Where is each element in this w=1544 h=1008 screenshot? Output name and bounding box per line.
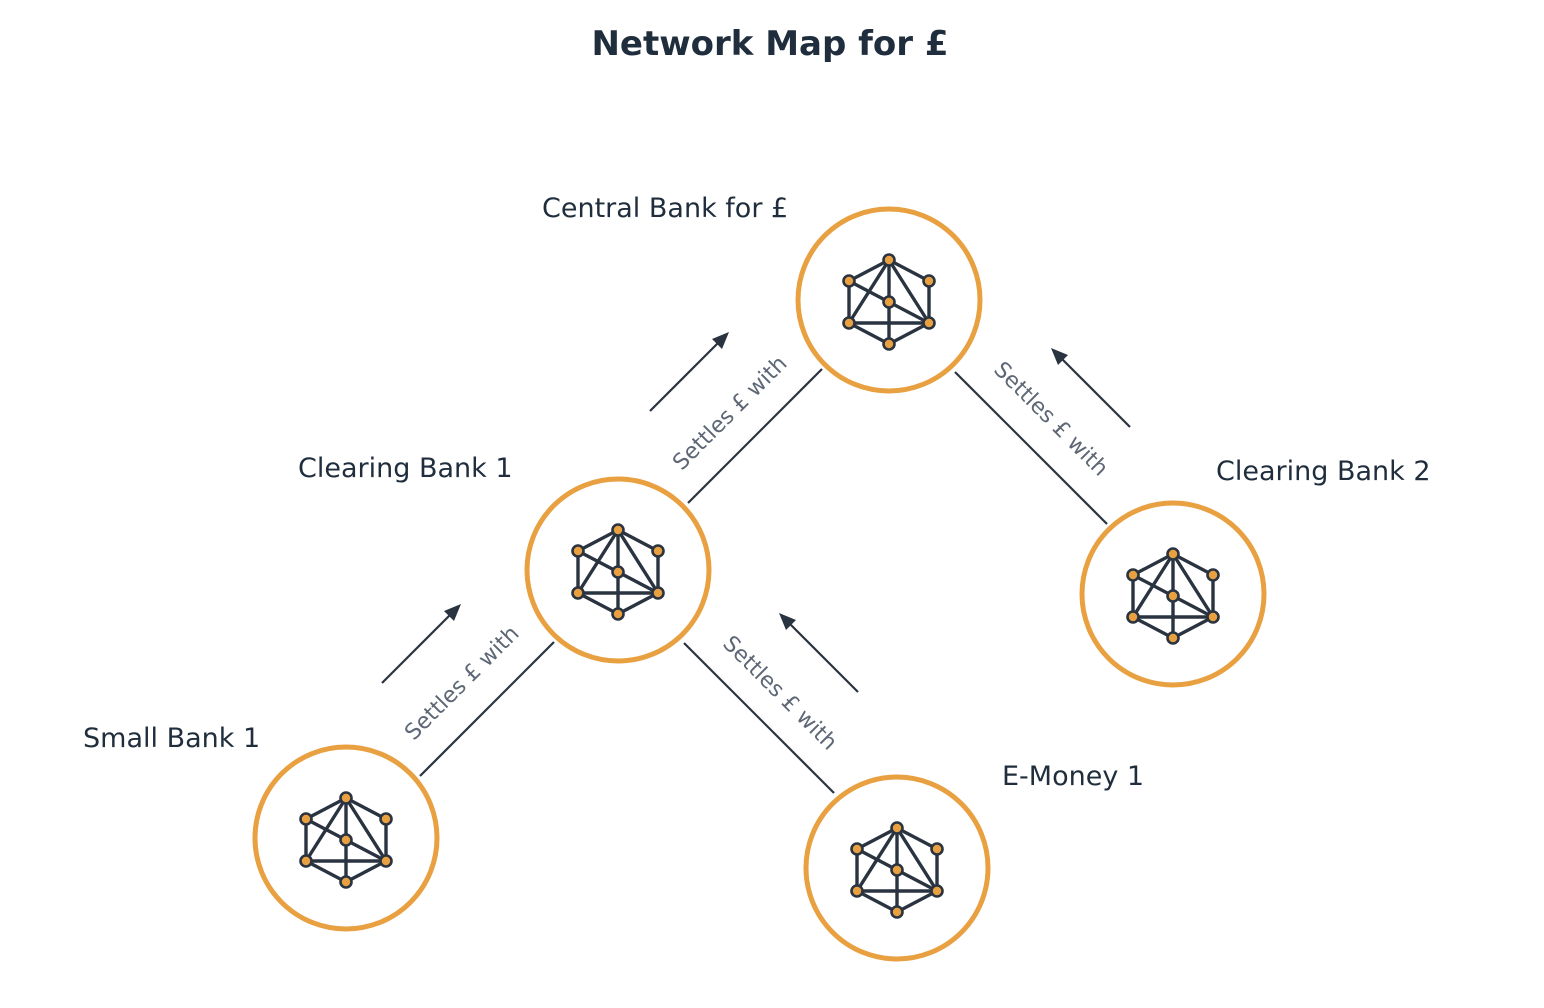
node-label-small-bank-1: Small Bank 1 (83, 723, 260, 754)
edge-label-clearing1-central: Settles £ with (668, 351, 792, 475)
node-label-central-bank: Central Bank for £ (542, 193, 788, 224)
node-central-bank (795, 206, 983, 394)
diagram-title: Network Map for £ (591, 24, 948, 64)
arrow-icon-clearing2-central (1051, 348, 1131, 428)
edge-line-small1-clearing1 (419, 641, 555, 777)
edge-label-clearing2-central: Settles £ with (989, 357, 1113, 481)
arrow-icon-clearing1-central (649, 332, 729, 412)
edge-label-emoney1-clearing1: Settles £ with (718, 631, 842, 755)
arrow-icon-small1-clearing1 (381, 604, 461, 684)
edge-line-clearing1-central (687, 368, 823, 504)
node-e-money-1 (803, 774, 991, 962)
node-label-clearing-bank-2: Clearing Bank 2 (1216, 456, 1431, 487)
node-clearing-bank-1 (524, 476, 712, 664)
node-clearing-bank-2 (1079, 500, 1267, 688)
arrow-icon-emoney1-clearing1 (779, 613, 859, 693)
node-label-clearing-bank-1: Clearing Bank 1 (298, 453, 513, 484)
node-label-e-money-1: E-Money 1 (1002, 761, 1144, 792)
edge-line-clearing2-central (954, 371, 1108, 525)
edge-line-emoney1-clearing1 (683, 642, 835, 794)
edge-label-small1-clearing1: Settles £ with (400, 621, 524, 745)
node-small-bank-1 (252, 744, 440, 932)
